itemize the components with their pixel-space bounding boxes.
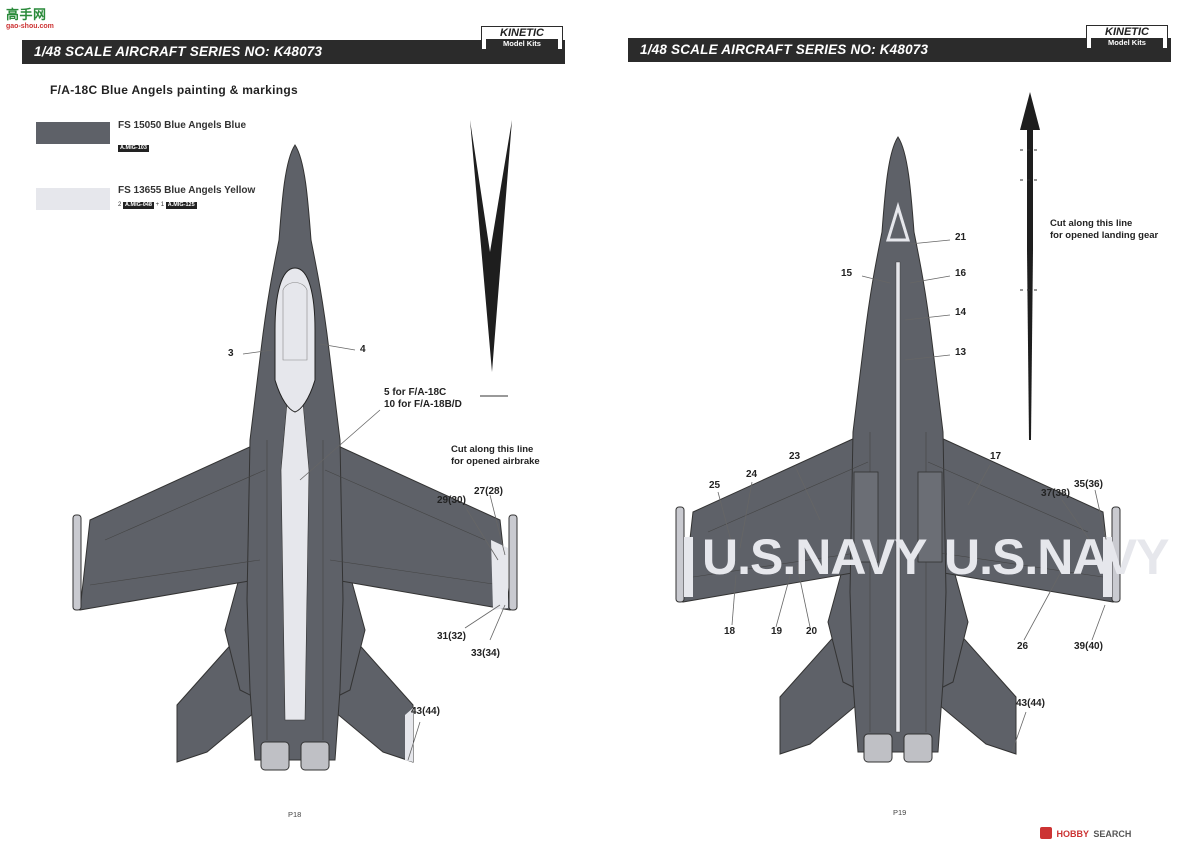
callout-43-44-right: 43(44) xyxy=(1016,698,1045,709)
gear-note: Cut along this line for opened landing g… xyxy=(1050,218,1158,242)
page-number-right: P19 xyxy=(893,808,907,817)
callout-26: 26 xyxy=(1017,641,1029,652)
paint-refs-blue: A.MIG-103 xyxy=(118,136,149,154)
airbrake-note-line1: Cut along this line xyxy=(451,444,534,455)
left-series-banner: 1/48 SCALE AIRCRAFT SERIES NO: K48073 xyxy=(22,40,565,64)
left-aircraft xyxy=(72,144,518,771)
callout-16: 16 xyxy=(955,268,967,279)
callout-37-38: 37(38) xyxy=(1041,488,1070,499)
paint-refs-yellow: 2 A.MIG-048 + 1 A.MIG-125 xyxy=(118,202,197,209)
paint-name-blue: FS 15050 Blue Angels Blue xyxy=(118,120,247,131)
paint-swatch-yellow xyxy=(36,188,110,210)
callout-25: 25 xyxy=(709,480,721,491)
paint-name-yellow: FS 13655 Blue Angels Yellow xyxy=(118,185,256,196)
left-brand-logo: KINETIC Model Kits xyxy=(481,26,563,50)
callout-43-44-left: 43(44) xyxy=(411,706,440,717)
right-series-title: 1/48 SCALE AIRCRAFT SERIES NO: K48073 xyxy=(640,42,929,57)
callout-24: 24 xyxy=(746,469,758,480)
callout-10: 10 for F/A-18B/D xyxy=(384,399,462,410)
callout-13: 13 xyxy=(955,347,967,358)
right-brand-tag: Model Kits xyxy=(1091,38,1163,48)
right-brand-logo: KINETIC Model Kits xyxy=(1086,25,1168,49)
callout-35-36: 35(36) xyxy=(1074,479,1103,490)
callout-17: 17 xyxy=(990,451,1002,462)
gear-cut-arrow-top xyxy=(1020,92,1040,250)
hobby-search-logo-icon xyxy=(1040,826,1052,839)
callout-15: 15 xyxy=(841,268,853,279)
watermark-logo-top: 高手网 gao-shou.com xyxy=(6,4,72,30)
callout-19: 19 xyxy=(771,626,783,637)
paint-mix-join: + 1 xyxy=(155,202,165,208)
left-series-title: 1/48 SCALE AIRCRAFT SERIES NO: K48073 xyxy=(34,44,323,59)
left-brand-tag: Model Kits xyxy=(486,39,558,49)
wing-lettering-right: U.S.NAVY xyxy=(944,529,1169,585)
left-leader-lines xyxy=(242,343,506,761)
wing-lettering-left: U.S.NAVY xyxy=(702,529,927,585)
callout-27-28: 27(28) xyxy=(474,486,503,497)
callout-23: 23 xyxy=(789,451,801,462)
callout-3: 3 xyxy=(228,348,234,359)
callout-39-40: 39(40) xyxy=(1074,641,1103,652)
right-leader-lines xyxy=(717,239,1109,753)
callout-33-34: 33(34) xyxy=(471,648,500,659)
right-aircraft xyxy=(675,136,1121,763)
gear-note-line1: Cut along this line xyxy=(1050,218,1133,229)
gear-cut-arrow-tail xyxy=(1027,250,1033,440)
gear-note-line2: for opened landing gear xyxy=(1050,230,1159,241)
watermark-bottom: HOBBY SEARCH xyxy=(1040,824,1131,842)
airbrake-note: Cut along this line for opened airbrake xyxy=(451,444,540,468)
right-brand-name: KINETIC xyxy=(1105,26,1149,38)
callout-31-32: 31(32) xyxy=(437,631,466,642)
paint-swatch-blue xyxy=(36,122,110,144)
callout-18: 18 xyxy=(724,626,736,637)
painting-heading: F/A-18C Blue Angels painting & markings xyxy=(50,83,298,97)
page-number-left: P18 xyxy=(288,810,302,819)
watermark-word: SEARCH xyxy=(1093,829,1132,839)
callout-14: 14 xyxy=(955,307,967,318)
callout-4: 4 xyxy=(360,344,366,355)
paint-ref-chip: A.MIG-048 xyxy=(123,202,154,209)
callout-5: 5 for F/A-18C xyxy=(384,387,447,398)
paint-ref-chip: A.MIG-125 xyxy=(165,202,197,209)
callout-20: 20 xyxy=(806,626,818,637)
airbrake-cut-guide xyxy=(470,120,512,372)
paint-ref-chip: A.MIG-103 xyxy=(118,145,149,152)
watermark-brand: HOBBY xyxy=(1056,829,1089,839)
paint-mix-prefix: 2 xyxy=(118,202,122,208)
airbrake-note-line2: for opened airbrake xyxy=(451,456,540,467)
watermark-title: 高手网 xyxy=(6,7,47,22)
watermark-url: gao-shou.com xyxy=(6,23,54,30)
right-series-banner: 1/48 SCALE AIRCRAFT SERIES NO: K48073 xyxy=(628,38,1171,62)
callout-21: 21 xyxy=(955,232,967,243)
left-brand-name: KINETIC xyxy=(500,27,544,39)
callout-29-30: 29(30) xyxy=(437,495,466,506)
